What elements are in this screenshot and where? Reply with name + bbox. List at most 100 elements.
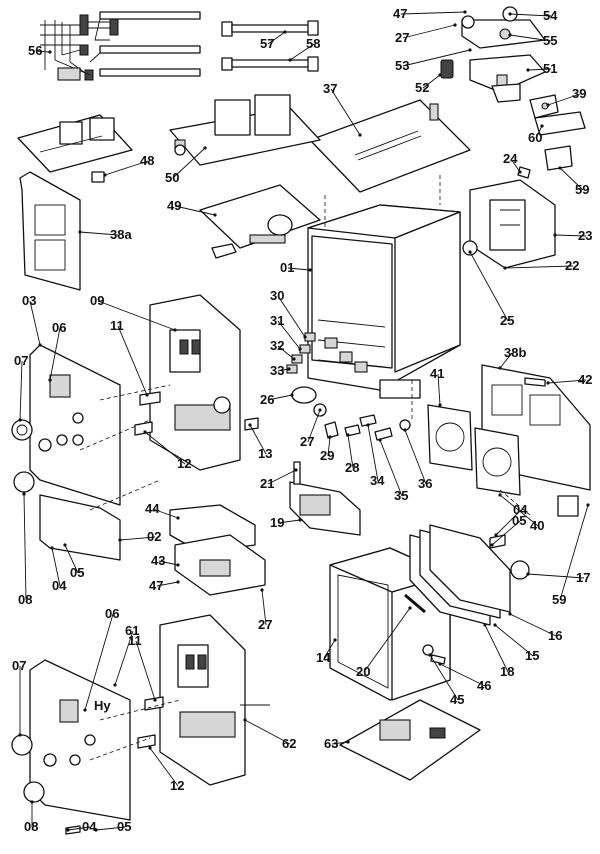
callout-36: 36 (418, 476, 432, 491)
part-01-main-housing (307, 204, 461, 399)
part-39-bracket (529, 94, 559, 119)
callout-45: 45 (450, 692, 464, 707)
callout-31: 31 (270, 313, 284, 328)
callout-17: 17 (576, 570, 590, 585)
leader-dot-58 (288, 58, 292, 62)
leader-dot-43 (176, 563, 180, 567)
leader-dot-32 (292, 357, 296, 361)
callout-33: 33 (270, 363, 284, 378)
callout-52: 52 (415, 80, 429, 95)
leader-line-19 (277, 519, 301, 524)
callout-22: 22 (565, 258, 579, 273)
leader-dot-04 (50, 546, 54, 550)
part-25-knob (462, 240, 478, 256)
leader-line-21 (267, 469, 297, 485)
leader-dot-07 (18, 733, 22, 737)
leader-line-20 (363, 607, 411, 673)
leader-dot-12 (143, 430, 147, 434)
leader-dot-44 (176, 516, 180, 520)
parts-04-05-lower-screws (65, 825, 81, 835)
leader-dot-41 (438, 403, 442, 407)
leader-line-06 (49, 327, 61, 381)
callout-21: 21 (260, 476, 274, 491)
leader-line-16 (509, 613, 557, 637)
leader-line-22 (504, 265, 574, 269)
leader-dot-40 (498, 493, 502, 497)
callout-23: 23 (578, 228, 592, 243)
leader-line-37 (330, 88, 361, 136)
callout-46: 46 (477, 678, 491, 693)
leader-dot-23 (553, 233, 557, 237)
callout-43: 43 (151, 553, 165, 568)
leader-dot-62 (243, 718, 247, 722)
callout-08: 08 (18, 592, 32, 607)
callout-04: 04 (82, 819, 97, 834)
leader-dot-17 (526, 572, 530, 576)
callout-56: 56 (28, 43, 42, 58)
leader-line-54 (509, 13, 552, 17)
part-59-switch-lower (557, 495, 579, 517)
leader-line-27 (402, 24, 456, 39)
callout-27: 27 (395, 30, 409, 45)
leader-dot-08 (22, 492, 26, 496)
part-17-knob (510, 560, 530, 580)
leader-line-07 (19, 360, 23, 421)
callout-62: 62 (282, 736, 296, 751)
leader-line-23 (554, 234, 587, 237)
part-08-knob-lower (23, 781, 45, 803)
part-40-meter (474, 427, 521, 496)
leader-line-59 (559, 167, 584, 191)
part-38a-shield (19, 171, 81, 291)
part-50-pcb-assembly (169, 94, 321, 166)
leader-line-48 (104, 160, 149, 176)
leader-line-50 (172, 147, 206, 179)
leader-dot-37 (358, 133, 362, 137)
callout-09: 09 (90, 293, 104, 308)
callout-47: 47 (149, 578, 163, 593)
callout-05: 05 (512, 513, 526, 528)
leader-line-58 (289, 43, 315, 61)
part-53-upper-plate (461, 6, 546, 49)
leader-line-11 (135, 640, 156, 701)
parts-04-05-screw-right (489, 534, 506, 549)
callout-11: 11 (128, 633, 142, 648)
part-03-front-panel (29, 344, 121, 506)
part-61-front-panel (29, 659, 131, 821)
leader-line-05 (95, 826, 126, 831)
part-02-front-plate (39, 494, 121, 561)
callout-44: 44 (145, 501, 160, 516)
leader-dot-52 (438, 73, 442, 77)
leader-line-42 (547, 379, 587, 384)
callout-04: 04 (52, 578, 67, 593)
callout-19: 19 (270, 515, 284, 530)
leader-dot-63 (346, 740, 350, 744)
callout-18: 18 (500, 664, 514, 679)
leader-line-28 (347, 434, 354, 469)
callout-06: 06 (105, 606, 119, 621)
leader-dot-39 (546, 103, 550, 107)
callout-05: 05 (70, 565, 84, 580)
callout-51: 51 (543, 61, 557, 76)
callout-61: 61 (125, 623, 139, 638)
leader-line-25 (469, 251, 509, 322)
callout-11: 11 (110, 318, 124, 333)
part-08-knob (13, 471, 35, 493)
callout-13: 13 (258, 446, 272, 461)
part-63-main-pcb (339, 699, 481, 781)
leader-line-08 (23, 493, 27, 601)
leader-line-53 (402, 49, 471, 67)
leader-line-32 (277, 345, 295, 360)
leader-dot-34 (366, 423, 370, 427)
leader-dot-46 (438, 662, 442, 666)
callout-27: 27 (300, 434, 314, 449)
callout-60: 60 (528, 130, 542, 145)
callout-07: 07 (12, 658, 26, 673)
leader-dot-27 (260, 588, 264, 592)
leader-dot-57 (283, 30, 287, 34)
part-11-screw (139, 391, 161, 406)
leader-line-46 (439, 663, 486, 687)
parts-45-46 (422, 644, 446, 665)
leader-line-51 (527, 68, 552, 71)
